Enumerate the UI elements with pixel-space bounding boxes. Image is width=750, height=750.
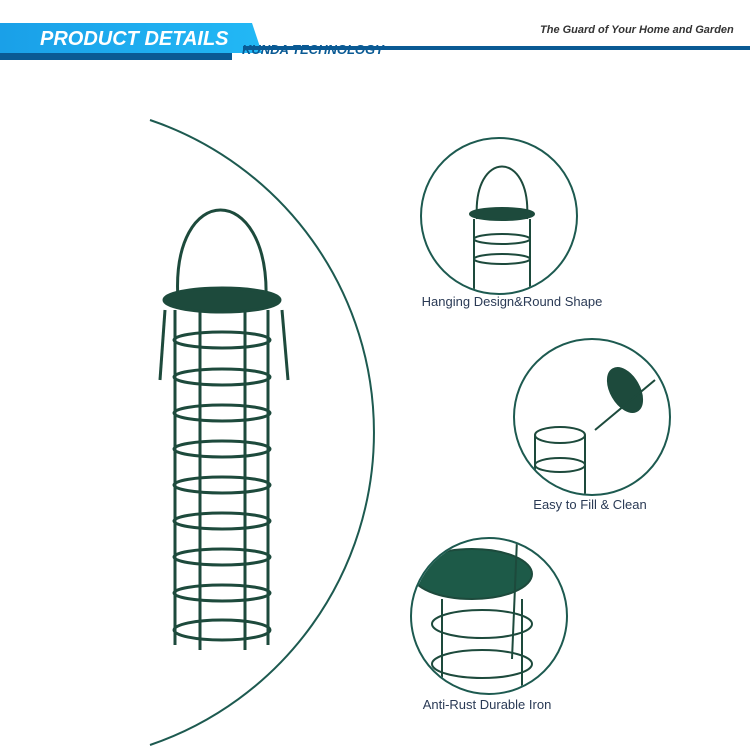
bird-feeder-illustration (158, 208, 290, 650)
header-banner (0, 23, 262, 53)
fill-detail-image (534, 367, 656, 494)
feature-caption: Easy to Fill & Clean (533, 497, 647, 512)
feature-circle-hanging (420, 137, 578, 295)
feature-circle-iron (410, 537, 568, 695)
feature-circle-fill (513, 338, 671, 496)
feature-caption: Anti-Rust Durable Iron (422, 697, 552, 712)
company-name: KUNDA TECHNOLOGY (242, 42, 384, 57)
tagline: The Guard of Your Home and Garden (540, 24, 734, 36)
header-line (243, 46, 750, 50)
iron-detail-image (412, 539, 533, 693)
feature-caption: Hanging Design&Round Shape (421, 294, 603, 309)
page-title: PRODUCT DETAILS (40, 28, 229, 50)
hanging-detail-image (469, 165, 535, 293)
banner-stripe (0, 53, 232, 60)
